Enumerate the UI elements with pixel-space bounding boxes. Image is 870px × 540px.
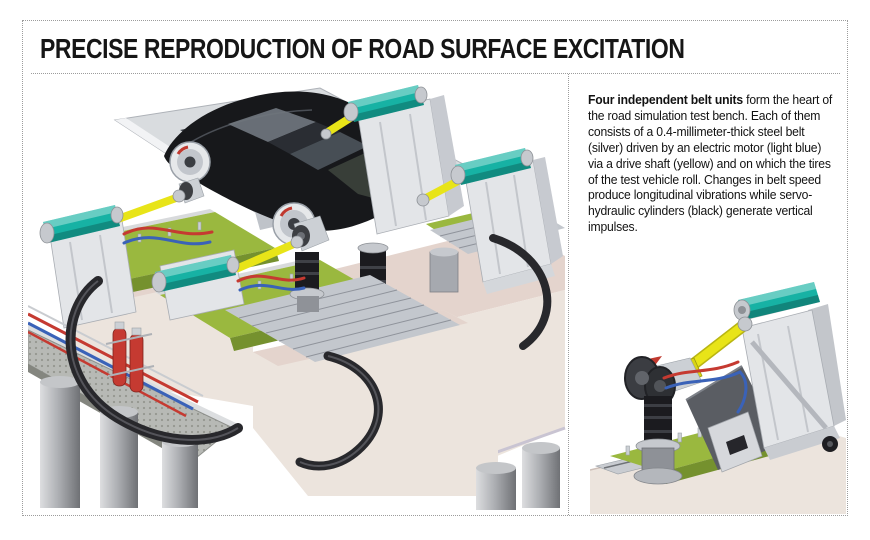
- column-divider-rule: [568, 74, 569, 515]
- drive-shaft: [116, 194, 178, 223]
- cable-carrier-arc: [489, 234, 552, 350]
- main-illustration-test-bench: [28, 76, 566, 513]
- hydraulic-hose-red: [236, 274, 306, 283]
- belt-unit-front-right: [416, 148, 565, 350]
- outer-dotted-frame: PRECISE REPRODUCTION OF ROAD SURFACE EXC…: [22, 20, 848, 516]
- electric-motor: [151, 255, 240, 293]
- hydraulic-hoses: [662, 360, 748, 414]
- electric-motor: [450, 148, 534, 185]
- cable-carrier-arcs: [65, 276, 383, 471]
- electric-motor: [733, 282, 820, 321]
- pressure-accumulators: [105, 321, 155, 393]
- drive-shaft: [234, 240, 296, 273]
- electric-motor: [343, 85, 428, 122]
- servo-hydraulic-cylinder: [633, 396, 683, 485]
- support-pillars-right: [476, 442, 560, 510]
- detail-illustration-belt-unit: [590, 280, 846, 514]
- page-title: PRECISE REPRODUCTION OF ROAD SURFACE EXC…: [40, 33, 685, 64]
- support-frame: [741, 304, 846, 460]
- title-divider-rule: [31, 73, 840, 74]
- belt-unit-front-left: [151, 215, 460, 362]
- description-text: Four independent belt units form the hea…: [588, 92, 833, 235]
- description-lead: Four independent belt units: [588, 92, 743, 107]
- front-left-wheel: [169, 141, 211, 183]
- description-body: form the heart of the road simulation te…: [588, 92, 833, 235]
- hydraulic-hose-blue: [122, 236, 212, 246]
- servo-hydraulic-cylinder: [289, 252, 325, 312]
- electric-motor: [39, 205, 124, 244]
- hydraulic-hose-blue: [238, 283, 306, 292]
- belt-housing: [685, 365, 782, 473]
- hydraulic-hose-red: [122, 226, 214, 236]
